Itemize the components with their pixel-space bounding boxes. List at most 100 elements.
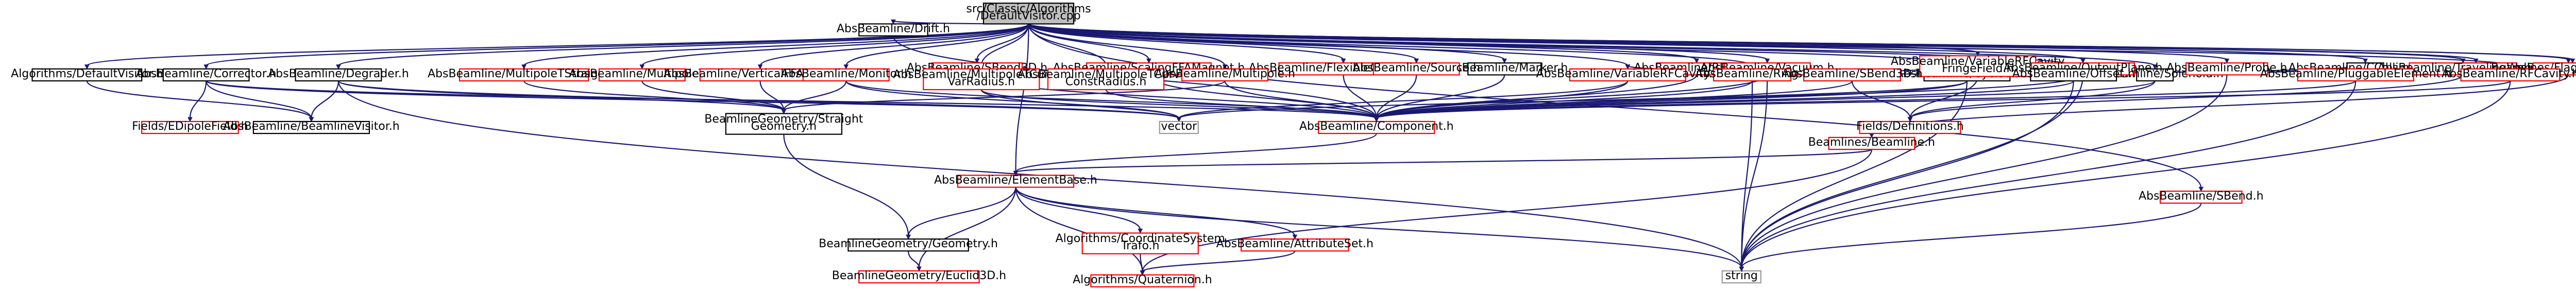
node-multipolet_h[interactable]: AbsBeamline/MultipoleT.h [569, 67, 715, 82]
node-source_h[interactable]: AbsBeamline/Source.h [1352, 61, 1480, 76]
node-box-edipole_h [141, 121, 239, 134]
edge-rfcavity_h-to-string [1741, 81, 2511, 268]
arrowhead-elementbase_h-to-coordsys_h [1138, 228, 1143, 234]
arrowhead-travwave_h-to-definitions_h [1907, 117, 1913, 123]
arrowhead-root-to-multipolet_h [639, 64, 645, 70]
node-geometry_h[interactable]: BeamlineGeometry/Geometry.h [819, 237, 998, 252]
node-label-edipole_h-0: Fields/EDipoleField.h [132, 120, 248, 133]
edge-straightgeom_h-to-geometry_h [783, 134, 909, 236]
node-label-pluggable_h-0: AbsBeamline/PluggableElement.h [2260, 67, 2452, 80]
node-box-correctorh [162, 68, 250, 82]
edge-elementbase_h-to-coordsys_h [1015, 187, 1141, 230]
node-box-vrfc_h [1569, 68, 1687, 82]
edge-correctorh-to-edipole_h [189, 81, 207, 118]
node-component_h[interactable]: AbsBeamline/Component.h [1299, 120, 1454, 134]
arrowhead-root-to-multipole_h [1222, 64, 1228, 70]
node-monitor_h[interactable]: AbsBeamline/Monitor.h [781, 67, 911, 82]
edge-root-to-multipole_h [1028, 24, 1226, 66]
node-label-root-0: src/Classic/Algorithms [966, 3, 1091, 15]
node-elementbase_h[interactable]: AbsBeamline/ElementBase.h [934, 174, 1097, 188]
node-defaultvisitor_h[interactable]: Algorithms/DefaultVisitor.h [11, 67, 163, 82]
edge-ring_h-to-string [1741, 81, 1753, 268]
edge-root-to-sbend_h [1028, 24, 2202, 189]
node-vrfc_h[interactable]: AbsBeamline/VariableRFCavity.h [1536, 67, 1720, 82]
arrowhead-root-to-drift_h [891, 19, 896, 25]
edge-defaultvisitor_h-to-bvisitor_h [86, 80, 312, 119]
node-marker_h[interactable]: AbsBeamline/Marker.h [1441, 61, 1568, 76]
arrowhead-root-to-solenoid_h [2152, 64, 2158, 70]
node-box-straightgeom_h [725, 113, 842, 135]
node-quaternion_h[interactable]: Algorithms/Quaternion.h [1073, 273, 1212, 288]
node-beamline_h[interactable]: Beamlines/Beamline.h [1808, 136, 1935, 150]
edge-component_h-to-elementbase_h [1015, 133, 1377, 173]
node-offset_h[interactable]: AbsBeamline/Offset.h [2012, 67, 2135, 82]
node-label-definitions_h-0: Fields/Definitions.h [1856, 120, 1964, 133]
node-mtcconst_h[interactable]: AbsBeamline/MultipoleTCurvedConstRadius.… [1018, 68, 1194, 91]
node-rfcavity_h[interactable]: AbsBeamline/RFCavity.h [2442, 67, 2576, 82]
arrowhead-correctorh-to-vector [1176, 117, 1182, 123]
edge-flaggedelm_h-to-beamline_h [1871, 75, 2569, 135]
arrowhead-root-to-correctorh [204, 64, 209, 70]
node-sbend_h[interactable]: AbsBeamline/SBend.h [2139, 190, 2264, 204]
node-box-mtcconst_h [1047, 68, 1165, 91]
node-sbend3dx_h[interactable]: AbsBeamline/SBend3D.h [1782, 67, 1923, 82]
node-label-rfcavity_h-0: AbsBeamline/RFCavity.h [2442, 67, 2576, 80]
node-label-elementbase_h-0: AbsBeamline/ElementBase.h [934, 174, 1097, 186]
node-definitions_h[interactable]: Fields/Definitions.h [1856, 120, 1964, 134]
node-box-vector [1159, 121, 1199, 134]
arrowhead-root-to-monitor_h [843, 64, 849, 70]
arrowhead-root-to-flaggedelm_h [2566, 58, 2571, 64]
arrowhead-root-to-rbend_h [1694, 58, 1699, 64]
node-ring_h[interactable]: AbsBeamline/Ring.h [1695, 67, 1809, 82]
node-label-coordsys_h-1: Trafo.h [1121, 239, 1160, 252]
edge-root-to-mtcvar_h [980, 24, 1029, 66]
node-pluggable_h[interactable]: AbsBeamline/PluggableElement.h [2260, 67, 2452, 82]
node-box-ring_h [1713, 68, 1792, 82]
node-box-marker_h [1467, 62, 1542, 76]
node-label-straightgeom_h-0: BeamlineGeometry/Straight [704, 113, 863, 126]
node-box-defaultvisitor_h [31, 68, 143, 82]
node-multipolet_straight_h[interactable]: AbsBeamline/MultipoleTStraight.h [428, 67, 620, 82]
node-box-pluggable_h [2297, 68, 2414, 82]
node-box-monitor_h [802, 68, 890, 82]
edge-vrfcff_h-to-definitions_h [1909, 76, 1978, 119]
node-multipole_h[interactable]: AbsBeamline/Multipole.h [1155, 67, 1295, 82]
node-label-correctorh-0: AbsBeamline/Corrector.h [136, 67, 277, 80]
node-root[interactable]: src/Classic/Algorithms/DefaultVisitor.cp… [966, 3, 1091, 25]
edge-root-to-multipolet_h [641, 23, 1029, 66]
node-probe_h[interactable]: AbsBeamline/Probe.h [2166, 61, 2287, 76]
edge-mtcconst_h-to-component_h [1105, 89, 1377, 119]
node-box-coordsys_h [1081, 232, 1199, 254]
node-label-euclid3d_h-0: BeamlineGeometry/Euclid3D.h [832, 269, 1006, 282]
arrowhead-root-to-vacuum_h [1765, 58, 1770, 64]
arrowhead-component_h-to-elementbase_h [1013, 170, 1019, 176]
node-label-component_h-0: AbsBeamline/Component.h [1299, 120, 1454, 133]
edge-root-to-correctorh [206, 23, 1029, 66]
edge-elementbase_h-to-string [1015, 187, 1742, 268]
edge-root-to-monitor_h [845, 24, 1029, 66]
edge-elementbase_h-to-quaternion_h [1015, 187, 1143, 272]
edge-mtcvar_h-to-vector [980, 89, 1180, 119]
node-degrader_h[interactable]: AbsBeamline/Degrader.h [268, 67, 409, 82]
edge-root-to-vrfc_h [1028, 23, 1629, 66]
edge-attrset_h-to-quaternion_h [1142, 250, 1296, 272]
node-bvisitor_h[interactable]: AbsBeamline/BeamlineVisitor.h [223, 120, 400, 134]
node-label-multipole_h-0: AbsBeamline/Multipole.h [1155, 67, 1295, 80]
node-box-beamline_h [1828, 136, 1916, 150]
node-edipole_h[interactable]: Fields/EDipoleField.h [132, 120, 248, 134]
arrowhead-root-to-source_h [1414, 58, 1419, 64]
edge-mtcvar_h-to-component_h [980, 89, 1377, 119]
node-euclid3d_h[interactable]: BeamlineGeometry/Euclid3D.h [832, 269, 1006, 284]
node-attrset_h[interactable]: AbsBeamline/AttributeSet.h [1216, 237, 1374, 252]
arrowhead-root-to-probe_h [2224, 58, 2230, 64]
node-drift_h[interactable]: AbsBeamline/Drift.h [837, 23, 950, 37]
node-correctorh[interactable]: AbsBeamline/Corrector.h [136, 67, 277, 82]
edge-vacuum_h-to-string [1741, 75, 1768, 268]
node-box-multipolet_h [598, 68, 686, 82]
node-box-geometry_h [848, 238, 969, 252]
node-box-string [1721, 270, 1761, 284]
arrowhead-geometry_h-to-euclid3d_h [917, 266, 922, 272]
